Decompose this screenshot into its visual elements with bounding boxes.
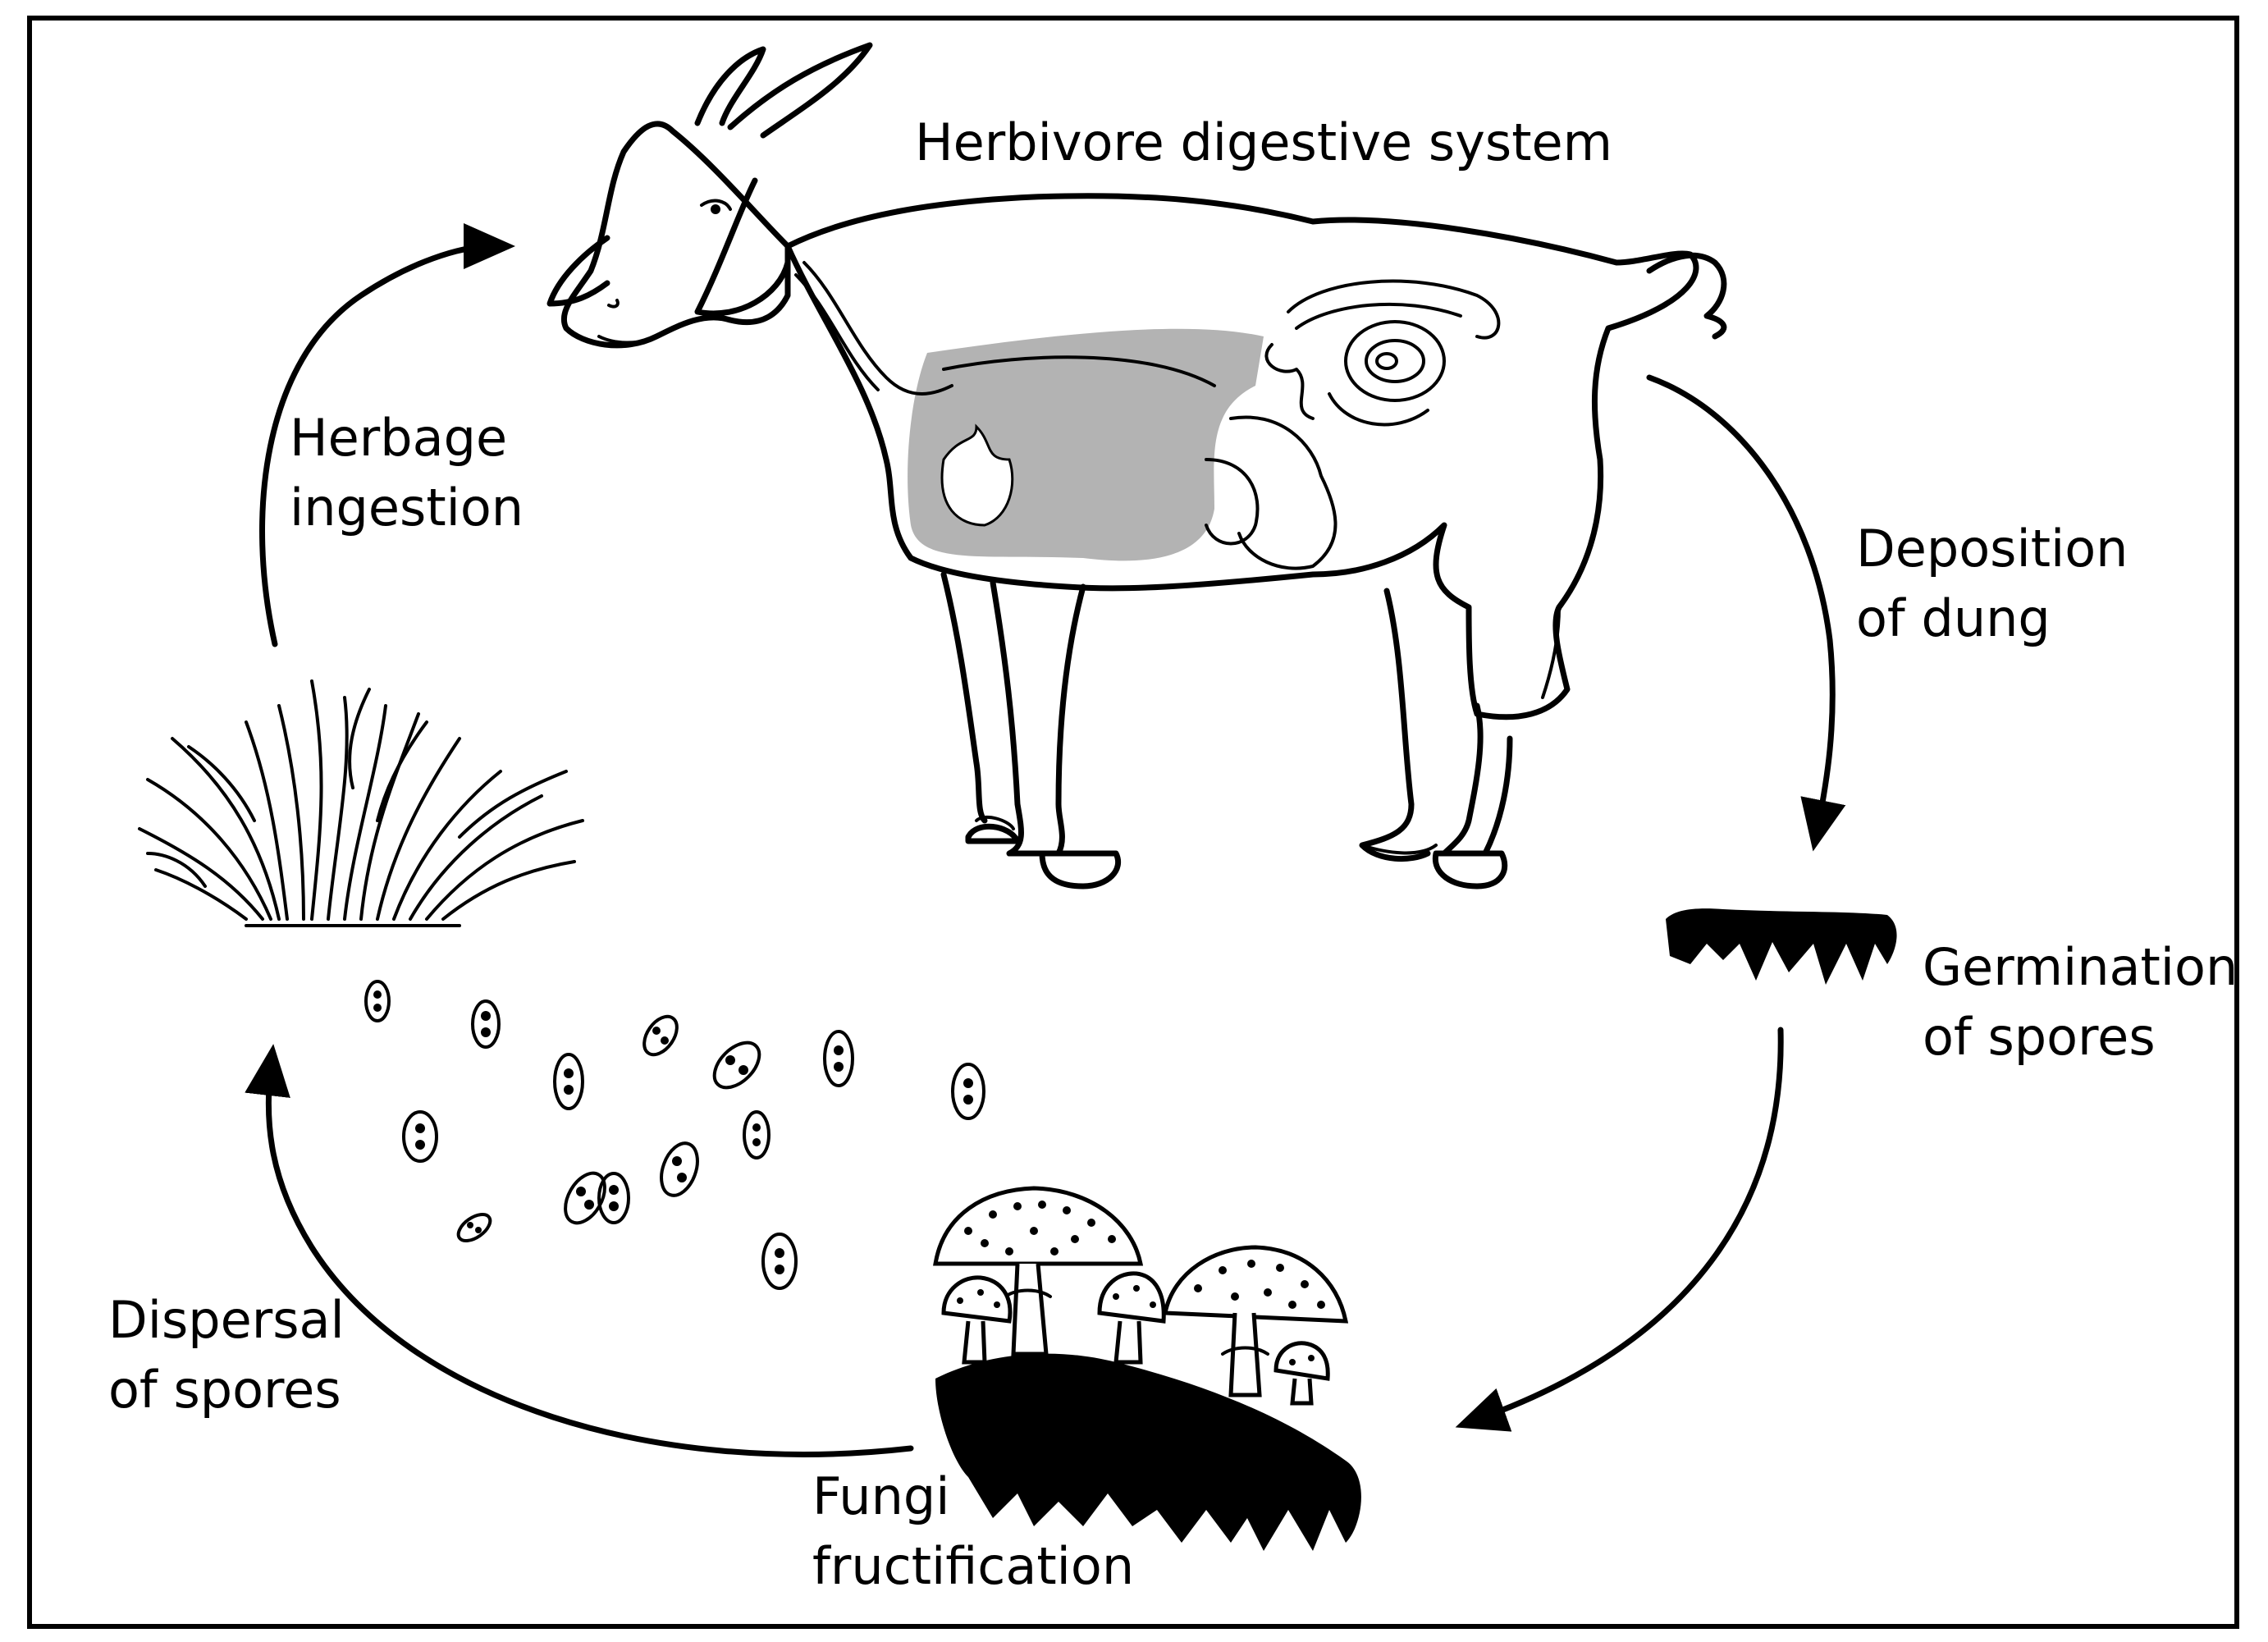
label-fungi-line1: Fungi	[812, 1466, 949, 1526]
label-deposition-line2: of dung	[1856, 588, 2051, 648]
arrow-dung-to-fungi	[1455, 1027, 1784, 1432]
label-germination-line1: Germination	[1923, 937, 2238, 997]
mushrooms-icon	[933, 1186, 1361, 1551]
label-herbivore: Herbivore digestive system	[915, 112, 1612, 172]
cycle-arrows	[245, 223, 1846, 1457]
label-fungi-line2: fructification	[812, 1536, 1134, 1596]
label-herbage-line1: Herbage	[290, 408, 507, 468]
intestines	[1205, 279, 1501, 570]
spores-icon	[364, 980, 985, 1290]
label-deposition-line1: Deposition	[1856, 519, 2128, 579]
arrow-herbage-to-goat	[259, 223, 515, 647]
arrow-goat-to-dung	[1646, 374, 1846, 852]
goat-head	[560, 121, 791, 349]
label-germination-line2: of spores	[1923, 1007, 2156, 1067]
goat-body	[784, 193, 1699, 720]
goat-icon	[546, 42, 1727, 890]
label-dispersal-line1: Dispersal	[108, 1290, 345, 1350]
dung-pat-icon	[1666, 908, 1897, 985]
grass-tuft-icon	[138, 679, 584, 927]
horn-icon	[694, 46, 766, 126]
arrow-fungi-to-dispersal	[245, 1044, 914, 1457]
label-dispersal-line2: of spores	[108, 1360, 341, 1420]
label-herbage-line2: ingestion	[290, 478, 524, 537]
